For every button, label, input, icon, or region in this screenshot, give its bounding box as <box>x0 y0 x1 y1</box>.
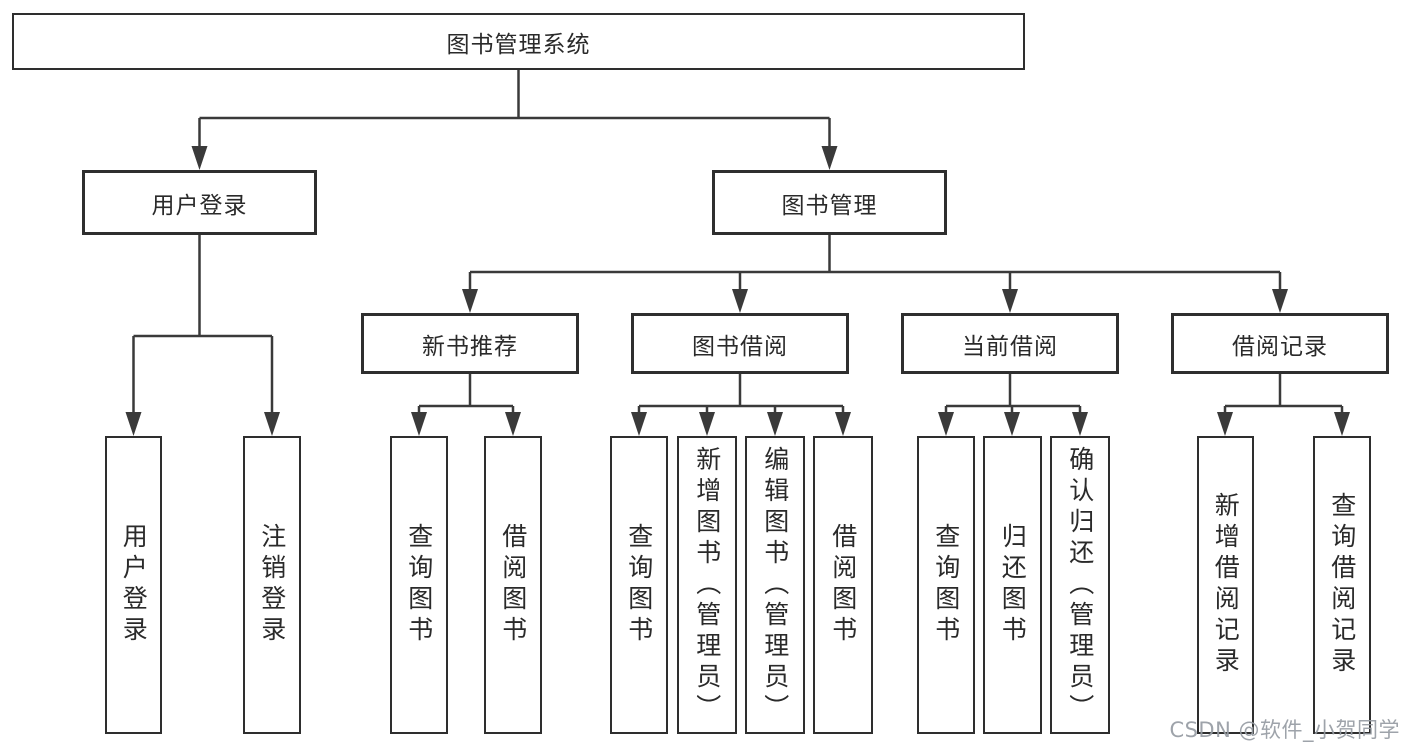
node-label: 查询图书 <box>404 523 434 647</box>
node-label: 借阅图书 <box>498 523 528 647</box>
node-label: 新增图书（管理员） <box>692 445 722 725</box>
node-user-login: 用户登录 <box>82 170 317 235</box>
leaf-query-borrow-record: 查询借阅记录 <box>1313 436 1371 734</box>
node-label: 借阅图书 <box>828 523 858 647</box>
node-new-book-recommend: 新书推荐 <box>361 313 579 374</box>
leaf-confirm-return-admin: 确认归还（管理员） <box>1050 436 1110 734</box>
node-current-borrow: 当前借阅 <box>901 313 1119 374</box>
leaf-query-books-newrec: 查询图书 <box>390 436 448 734</box>
leaf-query-books-borrow: 查询图书 <box>610 436 668 734</box>
csdn-watermark: CSDN @软件_小贺同学 <box>1169 718 1400 742</box>
node-label: 借阅记录 <box>1232 333 1328 360</box>
node-root: 图书管理系统 <box>12 13 1025 70</box>
leaf-logout: 注销登录 <box>243 436 301 734</box>
leaf-borrow-books-newrec: 借阅图书 <box>484 436 542 734</box>
node-label: 图书管理 <box>781 192 878 219</box>
node-book-borrow: 图书借阅 <box>631 313 849 374</box>
node-label: 图书借阅 <box>692 333 788 360</box>
node-label: 编辑图书（管理员） <box>760 445 790 725</box>
node-label: 注销登录 <box>257 523 287 647</box>
node-book-management: 图书管理 <box>712 170 947 235</box>
node-label: 查询借阅记录 <box>1327 492 1357 678</box>
leaf-user-login: 用户登录 <box>105 436 162 734</box>
node-label: 确认归还（管理员） <box>1065 445 1095 725</box>
leaf-edit-book-admin: 编辑图书（管理员） <box>745 436 805 734</box>
node-label: 图书管理系统 <box>446 31 591 58</box>
node-label: 归还图书 <box>998 523 1028 647</box>
node-borrow-records: 借阅记录 <box>1171 313 1389 374</box>
leaf-add-book-admin: 新增图书（管理员） <box>677 436 737 734</box>
node-label: 用户登录 <box>119 523 149 647</box>
leaf-add-borrow-record: 新增借阅记录 <box>1197 436 1254 734</box>
node-label: 查询图书 <box>624 523 654 647</box>
node-label: 新书推荐 <box>422 333 518 360</box>
node-label: 当前借阅 <box>962 333 1058 360</box>
leaf-return-books: 归还图书 <box>983 436 1042 734</box>
node-label: 新增借阅记录 <box>1211 492 1241 678</box>
leaf-query-books-current: 查询图书 <box>917 436 975 734</box>
leaf-borrow-books-borrow: 借阅图书 <box>813 436 873 734</box>
node-label: 查询图书 <box>931 523 961 647</box>
node-label: 用户登录 <box>151 192 248 219</box>
